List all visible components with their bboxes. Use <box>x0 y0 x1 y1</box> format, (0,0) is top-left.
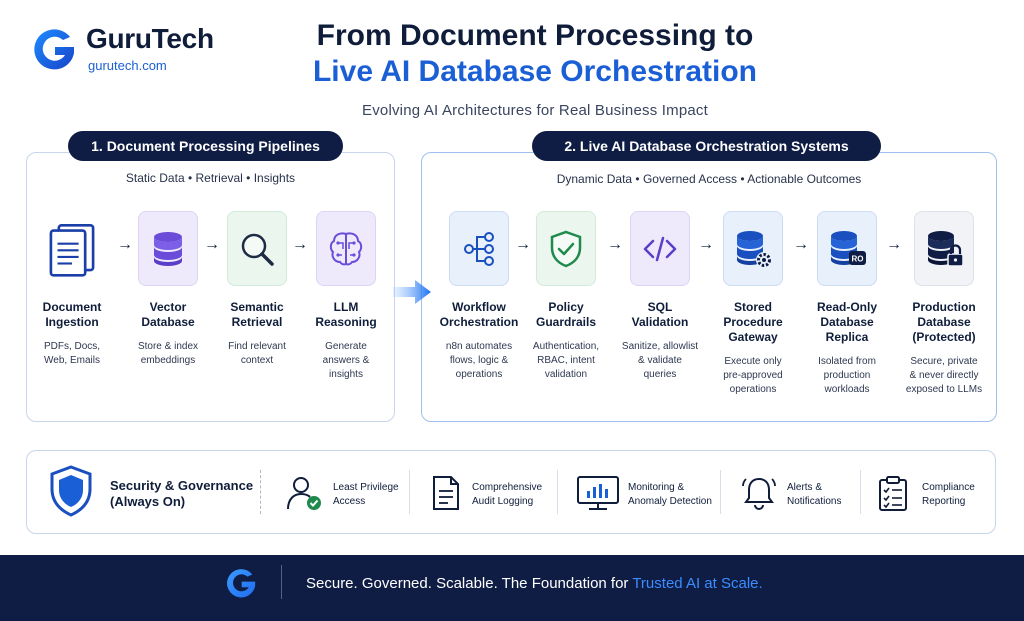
footer-logo-icon <box>227 569 256 598</box>
security-shield-icon <box>50 465 92 517</box>
divider <box>557 470 558 514</box>
svg-text:RO: RO <box>852 254 864 263</box>
brain-icon <box>329 231 363 265</box>
database-ro-icon: RO <box>831 230 866 265</box>
clipboard-check-icon <box>879 476 907 511</box>
bell-icon <box>742 477 776 510</box>
governance-item-monitoring: Monitoring &Anomaly Detection <box>628 482 712 507</box>
divider <box>720 470 721 514</box>
flow-arrow: → <box>607 236 623 253</box>
footer-divider <box>281 565 282 599</box>
divider <box>860 470 861 514</box>
page-title-block: From Document Processing to Live AI Data… <box>200 18 870 119</box>
flow-arrow: → <box>698 236 714 253</box>
code-icon <box>643 236 677 261</box>
search-icon <box>241 233 274 266</box>
gurutech-logo-icon <box>34 28 74 69</box>
database-icon <box>154 231 182 266</box>
footer-highlight: Trusted AI at Scale. <box>632 575 763 592</box>
divider <box>260 470 261 514</box>
orchestration-panel <box>421 152 997 422</box>
page-title: From Document Processing to <box>316 19 754 52</box>
governance-strip <box>26 450 996 534</box>
governance-title: Security & Governance(Always On) <box>110 478 254 509</box>
brand-url[interactable]: gurutech.com <box>88 58 167 73</box>
shield-check-icon <box>550 230 582 267</box>
audit-log-icon <box>433 476 459 510</box>
brand-name: GuruTech <box>86 23 214 54</box>
flow-arrow: → <box>515 236 531 253</box>
governance-item-alerts: Alerts &Notifications <box>787 482 842 507</box>
database-gear-icon <box>737 230 772 268</box>
document-icon <box>49 223 95 277</box>
user-check-icon <box>287 477 321 510</box>
workflow-icon <box>464 231 494 266</box>
document-pipeline-panel <box>26 152 395 422</box>
monitor-chart-icon <box>577 476 619 510</box>
document-pipeline-heading: 1. Document Processing Pipelines <box>68 131 343 161</box>
page-subtitle: Evolving AI Architectures for Real Busin… <box>362 102 708 119</box>
document-pipeline-tagline: Static Data • Retrieval • Insights <box>125 171 296 185</box>
orchestration-heading: 2. Live AI Database Orchestration System… <box>532 131 881 161</box>
flow-arrow: → <box>204 236 220 253</box>
flow-arrow: → <box>117 236 133 253</box>
flow-arrow: → <box>886 236 902 253</box>
page-title-highlight: Live AI Database Orchestration <box>312 55 758 88</box>
flow-arrow: → <box>793 236 809 253</box>
divider <box>409 470 410 514</box>
footer-tagline: Secure. Governed. Scalable. The Foundati… <box>306 575 763 592</box>
footer-banner <box>0 555 1024 621</box>
brand-logo: GuruTech gurutech.com <box>30 24 214 73</box>
database-lock-icon <box>928 230 964 267</box>
orchestration-tagline: Dynamic Data • Governed Access • Actiona… <box>556 172 862 186</box>
transition-arrow-icon <box>393 280 431 304</box>
flow-arrow: → <box>292 236 308 253</box>
